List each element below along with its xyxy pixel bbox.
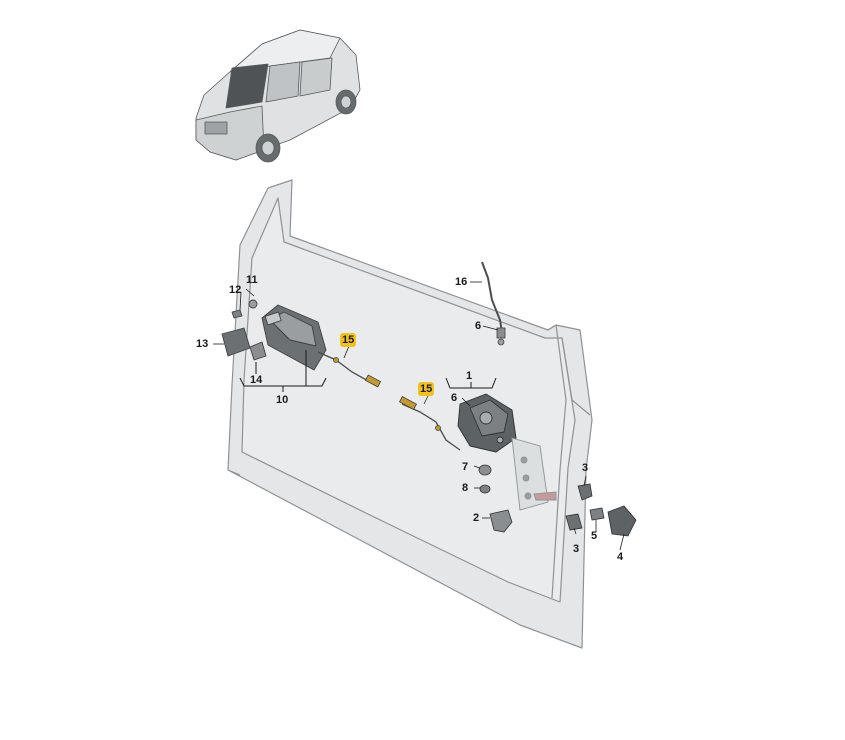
callout-5: 5 — [591, 530, 598, 542]
inner-handle-assembly — [221, 299, 327, 371]
group-brackets — [239, 350, 497, 392]
bolt-part-lower — [565, 513, 583, 531]
plug-part — [479, 484, 491, 494]
callout-2: 2 — [473, 512, 480, 524]
striker-part — [607, 505, 637, 537]
callout-6-lower: 6 — [451, 392, 458, 404]
callout-11: 11 — [246, 274, 258, 286]
leader-lines — [213, 281, 625, 551]
callout-6-upper: 6 — [475, 320, 482, 332]
small-parts — [478, 464, 637, 537]
grommet-part — [478, 464, 492, 476]
seal-part — [489, 509, 513, 533]
callout-3-lower: 3 — [573, 543, 580, 555]
callout-15-cable-handle: 15 — [340, 333, 357, 347]
cover-cap — [249, 341, 267, 361]
callout-3-upper: 3 — [582, 462, 589, 474]
bolt-part-upper — [577, 483, 593, 501]
clip-part — [248, 299, 258, 309]
screw-part — [231, 309, 243, 319]
callout-1: 1 — [466, 370, 473, 382]
callout-16: 16 — [455, 276, 468, 288]
callout-4: 4 — [617, 551, 624, 563]
door-panel — [227, 179, 593, 649]
highlighted-door-window — [225, 63, 269, 109]
door-lock — [457, 393, 517, 453]
callout-12: 12 — [229, 284, 242, 296]
washer-part — [589, 507, 605, 521]
callout-15-cable-lock: 15 — [418, 382, 435, 396]
cable-sleeve — [364, 374, 382, 388]
lock-rod — [481, 261, 503, 333]
callout-7: 7 — [462, 461, 469, 473]
callout-14: 14 — [250, 374, 263, 386]
callout-10: 10 — [276, 394, 289, 406]
callout-13: 13 — [196, 338, 209, 350]
vehicle-thumbnail — [195, 29, 361, 163]
rod-clip — [496, 327, 506, 339]
callout-8: 8 — [462, 482, 469, 494]
cable-sleeve — [398, 396, 418, 410]
latch-plate — [511, 437, 557, 511]
